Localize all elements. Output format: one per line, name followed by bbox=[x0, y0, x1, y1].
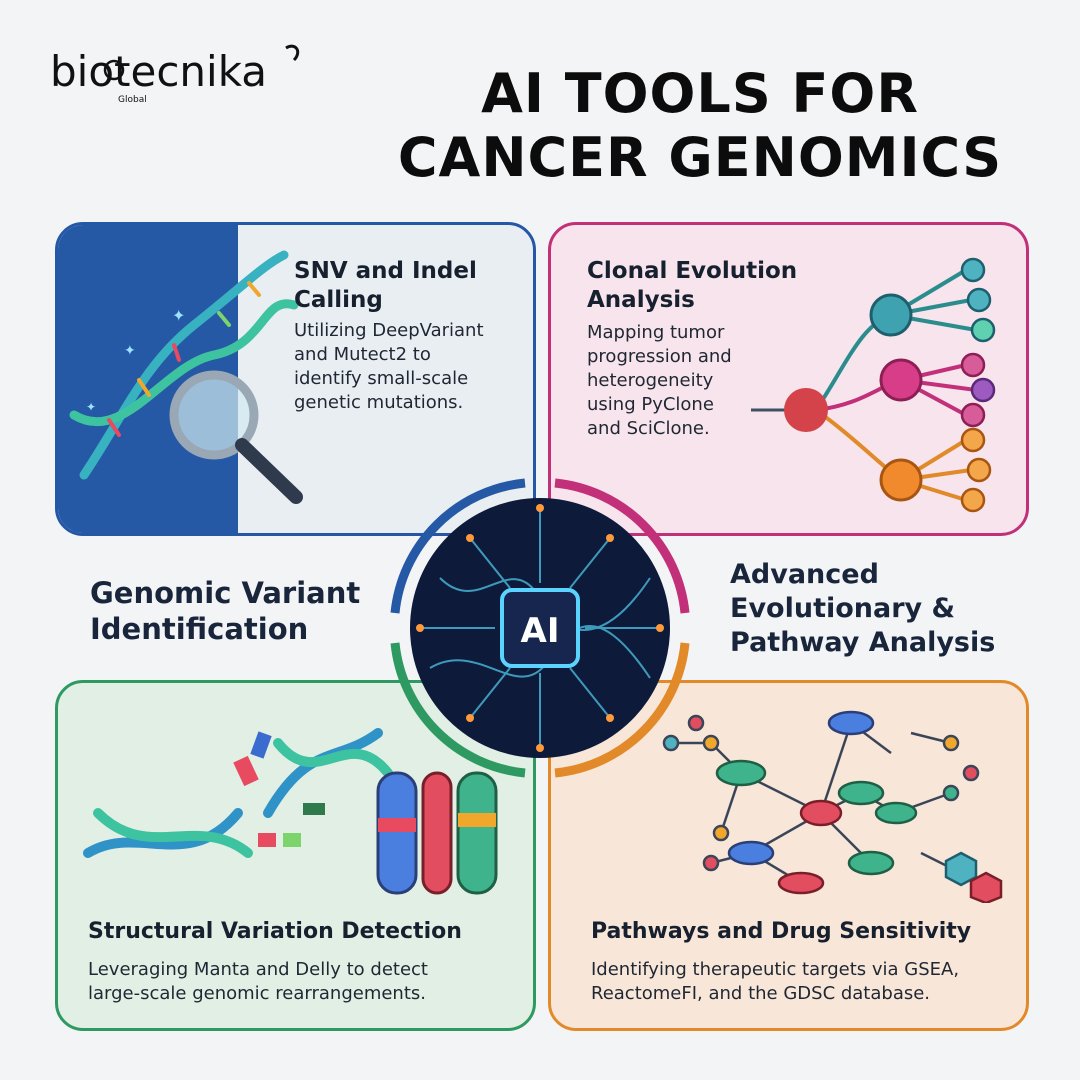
title-line: Calling bbox=[294, 287, 383, 313]
title-line-1: AI TOOLS FOR bbox=[481, 62, 919, 125]
section-label-line: Advanced bbox=[730, 559, 879, 590]
section-label-line: Evolutionary & bbox=[730, 593, 956, 624]
panel-title-pathways: Pathways and Drug Sensitivity bbox=[591, 919, 972, 944]
title-line: Analysis bbox=[587, 287, 695, 313]
panel-desc-pathways: Identifying therapeutic targets via GSEA… bbox=[591, 958, 959, 1006]
logo-tagline: Global bbox=[118, 95, 147, 105]
panel-pathways-drug: Pathways and Drug Sensitivity Identifyin… bbox=[548, 680, 1029, 1031]
section-label-advanced: Advanced Evolutionary & Pathway Analysis bbox=[730, 558, 995, 660]
panel-title-structural: Structural Variation Detection bbox=[88, 919, 462, 944]
logo-mark: biotecnika Global bbox=[50, 44, 300, 105]
section-label-line: Identification bbox=[90, 612, 309, 646]
section-label-line: Genomic Variant bbox=[90, 576, 361, 610]
panel-desc-snv: Utilizing DeepVariant and Mutect2 to ide… bbox=[294, 319, 484, 415]
ai-chip-label: AI bbox=[521, 611, 560, 651]
panel-desc-structural: Leveraging Manta and Delly to detect lar… bbox=[88, 958, 428, 1006]
panel-clonal-evolution: Clonal Evolution Analysis Mapping tumor … bbox=[548, 222, 1029, 536]
desc-line: and SciClone. bbox=[587, 418, 710, 439]
section-label-line: Pathway Analysis bbox=[730, 627, 996, 658]
title-line: SNV and Indel bbox=[294, 258, 477, 284]
title-line: Clonal Evolution bbox=[587, 258, 798, 284]
logo-wordmark: biotecnika bbox=[50, 47, 267, 96]
pathway-network-icon bbox=[662, 710, 1003, 903]
panel-title-clonal: Clonal Evolution Analysis bbox=[587, 257, 797, 315]
panel-desc-clonal: Mapping tumor progression and heterogene… bbox=[587, 321, 732, 441]
desc-line: Mapping tumor bbox=[587, 322, 725, 343]
ai-hub: AI bbox=[380, 468, 700, 788]
title-line-2: CANCER GENOMICS bbox=[397, 126, 1003, 189]
panel-snv-indel: ✦ ✦ ✦ SNV and Indel Calling Utilizing De… bbox=[55, 222, 536, 536]
desc-line: progression and bbox=[587, 346, 732, 367]
desc-line: heterogeneity bbox=[587, 370, 714, 391]
desc-line: genetic mutations. bbox=[294, 392, 464, 413]
desc-line: large-scale genomic rearrangements. bbox=[88, 983, 426, 1004]
brand-logo: biotecnika Global bbox=[50, 40, 340, 120]
svg-text:✦: ✦ bbox=[172, 306, 185, 325]
desc-line: Leveraging Manta and Delly to detect bbox=[88, 959, 428, 980]
broken-dna-chromosome-icon bbox=[83, 728, 498, 895]
section-label-genomic-variant: Genomic Variant Identification bbox=[90, 575, 360, 647]
desc-line: Identifying therapeutic targets via GSEA… bbox=[591, 959, 960, 980]
svg-text:✦: ✦ bbox=[86, 400, 96, 414]
desc-line: ReactomeFI, and the GDSC database. bbox=[591, 983, 931, 1004]
desc-line: using PyClone bbox=[587, 394, 714, 415]
desc-line: and Mutect2 to bbox=[294, 344, 431, 365]
clonal-tree-icon bbox=[751, 257, 996, 513]
desc-line: Utilizing DeepVariant bbox=[294, 320, 484, 341]
desc-line: identify small-scale bbox=[294, 368, 469, 389]
dna-magnifier-icon: ✦ ✦ ✦ bbox=[69, 250, 303, 504]
svg-text:✦: ✦ bbox=[124, 343, 136, 359]
page-title: AI TOOLS FOR CANCER GENOMICS bbox=[360, 62, 1040, 190]
ai-chip-icon: AI bbox=[390, 478, 690, 778]
panel-title-snv: SNV and Indel Calling bbox=[294, 257, 477, 315]
panel-structural-variation: Structural Variation Detection Leveragin… bbox=[55, 680, 536, 1031]
